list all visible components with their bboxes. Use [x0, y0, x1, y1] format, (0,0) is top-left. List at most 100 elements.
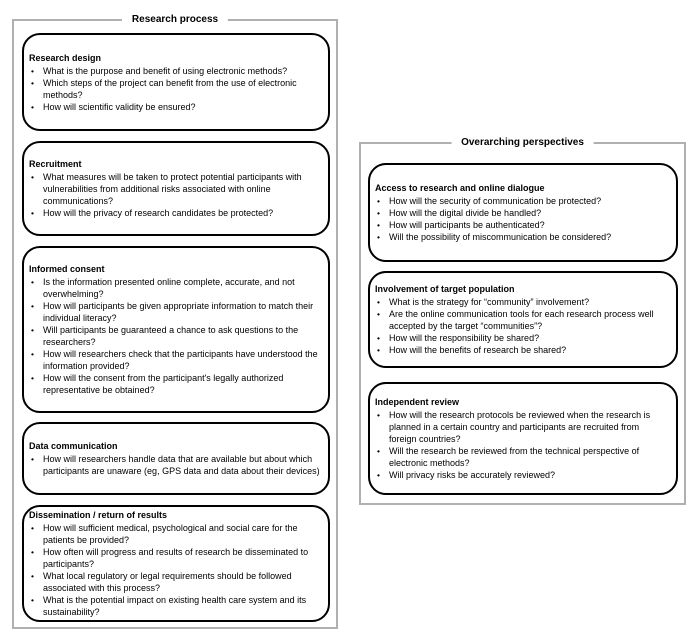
box-title: Informed consent	[29, 264, 105, 274]
bullet-icon: •	[377, 309, 380, 319]
bullet-icon: •	[377, 345, 380, 355]
question-text: Will privacy risks be accurately reviewe…	[389, 470, 556, 480]
list-item: • What measures will be taken to protect …	[28, 171, 320, 207]
list-item: • Will the possibility of miscommunicatio…	[374, 231, 668, 243]
question-list: • What is the strategy for “community” in…	[374, 296, 668, 356]
bullet-icon: •	[377, 410, 380, 420]
list-item: • What is the purpose and benefit of usin…	[28, 65, 320, 77]
question-text: Will participants be guaranteed a chance…	[43, 325, 299, 347]
bullet-icon: •	[31, 325, 34, 335]
question-list: • How will researchers handle data that a…	[28, 453, 320, 477]
panel-title-overarching-perspectives: Overarching perspectives	[451, 136, 594, 149]
bullet-icon: •	[31, 454, 34, 464]
question-text: Are the online communication tools for e…	[389, 309, 654, 331]
list-item: • Will participants be guaranteed a chanc…	[28, 324, 320, 348]
list-item: • Is the information presented online com…	[28, 276, 320, 300]
list-item: • How will sufficient medical, psychologi…	[28, 522, 320, 546]
list-item: • How will the security of communication …	[374, 195, 668, 207]
box-informed-consent: Informed consent • Is the information pre…	[22, 246, 330, 413]
list-item: • How will the responsibility be shared?	[374, 332, 668, 344]
list-item: • What is the potential impact on existin…	[28, 594, 320, 618]
question-text: How will sufficient medical, psychologic…	[43, 523, 298, 545]
question-list: • What measures will be taken to protect …	[28, 171, 320, 219]
question-text: How will scientific validity be ensured?	[43, 101, 196, 112]
box-recruitment: Recruitment • What measures will be taken…	[22, 141, 330, 236]
bullet-icon: •	[31, 349, 34, 359]
bullet-icon: •	[31, 65, 34, 76]
list-item: • Are the online communication tools for …	[374, 308, 668, 332]
question-text: How will the digital divide be handled?	[389, 208, 542, 218]
bullet-icon: •	[377, 333, 380, 343]
bullet-icon: •	[377, 196, 380, 206]
list-item: • How will the research protocols be revi…	[374, 409, 668, 445]
question-text: How will the security of communication b…	[389, 196, 602, 206]
list-item: • Which steps of the project can benefit …	[28, 77, 320, 101]
research-process-panel: Research process Research design • What i…	[12, 13, 338, 629]
bullet-icon: •	[31, 547, 34, 557]
list-item: • What local regulatory or legal requirem…	[28, 570, 320, 594]
question-text: How often will progress and results of r…	[43, 547, 309, 569]
list-item: • How will researchers check that the par…	[28, 348, 320, 372]
list-item: • How will the benefits of research be sh…	[374, 344, 668, 356]
question-list: • How will the security of communication …	[374, 195, 668, 243]
bullet-icon: •	[31, 595, 34, 605]
box-title: Data communication	[29, 441, 118, 451]
question-text: How will researchers handle data that ar…	[43, 454, 320, 476]
question-text: What is the purpose and benefit of using…	[43, 65, 288, 76]
box-involvement-of-target-population: Involvement of target population • What i…	[368, 271, 678, 368]
question-text: What measures will be taken to protect p…	[43, 172, 302, 206]
question-list: • What is the purpose and benefit of usin…	[28, 65, 320, 113]
list-item: • How will the consent from the participa…	[28, 372, 320, 396]
box-data-communication: Data communication • How will researchers…	[22, 422, 330, 495]
box-title: Research design	[29, 52, 102, 63]
bullet-icon: •	[31, 277, 34, 287]
box-title: Access to research and online dialogue	[375, 183, 545, 193]
list-item: • How will participants be given appropri…	[28, 300, 320, 324]
list-item: •Will the research be reviewed from the …	[374, 445, 668, 469]
list-item: • How will researchers handle data that a…	[28, 453, 320, 477]
question-text: What is the potential impact on existing…	[43, 595, 307, 617]
question-text: How will the research protocols be revie…	[389, 410, 651, 444]
bullet-icon: •	[31, 77, 34, 88]
list-item: •What is the strategy for “community” in…	[374, 296, 668, 308]
bullet-icon: •	[377, 232, 380, 242]
list-item: • Will privacy risks be accurately review…	[374, 469, 668, 481]
question-text: How will participants be authenticated?	[389, 220, 545, 230]
panel-title-research-process: Research process	[121, 13, 229, 26]
question-text: How will the responsibility be shared?	[389, 333, 540, 343]
overarching-perspectives-panel: Overarching perspectives Access to resea…	[359, 136, 686, 505]
bullet-icon: •	[31, 373, 34, 383]
bullet-icon: •	[377, 220, 380, 230]
list-item: • How will scientific validity be ensured…	[28, 101, 320, 113]
question-text: Will the possibility of miscommunication…	[389, 232, 612, 242]
bullet-icon: •	[31, 571, 34, 581]
list-item: • How will the digital divide be handled?	[374, 207, 668, 219]
bullet-icon: •	[31, 301, 34, 311]
bullet-icon: •	[31, 101, 34, 112]
question-text: Will the research be reviewed from the t…	[389, 446, 640, 468]
question-list: • How will the research protocols be revi…	[374, 409, 668, 481]
box-title: Involvement of target population	[375, 284, 515, 294]
question-list: • How will sufficient medical, psychologi…	[28, 522, 320, 618]
box-title: Recruitment	[29, 159, 82, 169]
question-text: How will the benefits of research be sha…	[389, 345, 567, 355]
bullet-icon: •	[377, 470, 380, 480]
question-text: How will the consent from the participan…	[43, 373, 284, 395]
box-research-design: Research design • What is the purpose and…	[22, 33, 330, 131]
question-text: Is the information presented online comp…	[43, 277, 295, 299]
question-text: What local regulatory or legal requireme…	[43, 571, 292, 593]
bullet-icon: •	[377, 208, 380, 218]
bullet-icon: •	[31, 208, 34, 218]
question-text: How will the privacy of research candida…	[43, 208, 274, 218]
question-text: Which steps of the project can benefit f…	[43, 77, 297, 100]
list-item: • How will participants be authenticated?	[374, 219, 668, 231]
question-text: How will participants be given appropria…	[43, 301, 314, 323]
bullet-icon: •	[31, 523, 34, 533]
bullet-icon: •	[31, 172, 34, 182]
question-text: What is the strategy for “community” inv…	[389, 297, 590, 307]
question-text: How will researchers check that the part…	[43, 349, 318, 371]
box-title: Dissemination / return of results	[29, 510, 168, 520]
list-item: • How will the privacy of research candid…	[28, 207, 320, 219]
box-independent-review: Independent review •How will the researc…	[368, 382, 678, 495]
